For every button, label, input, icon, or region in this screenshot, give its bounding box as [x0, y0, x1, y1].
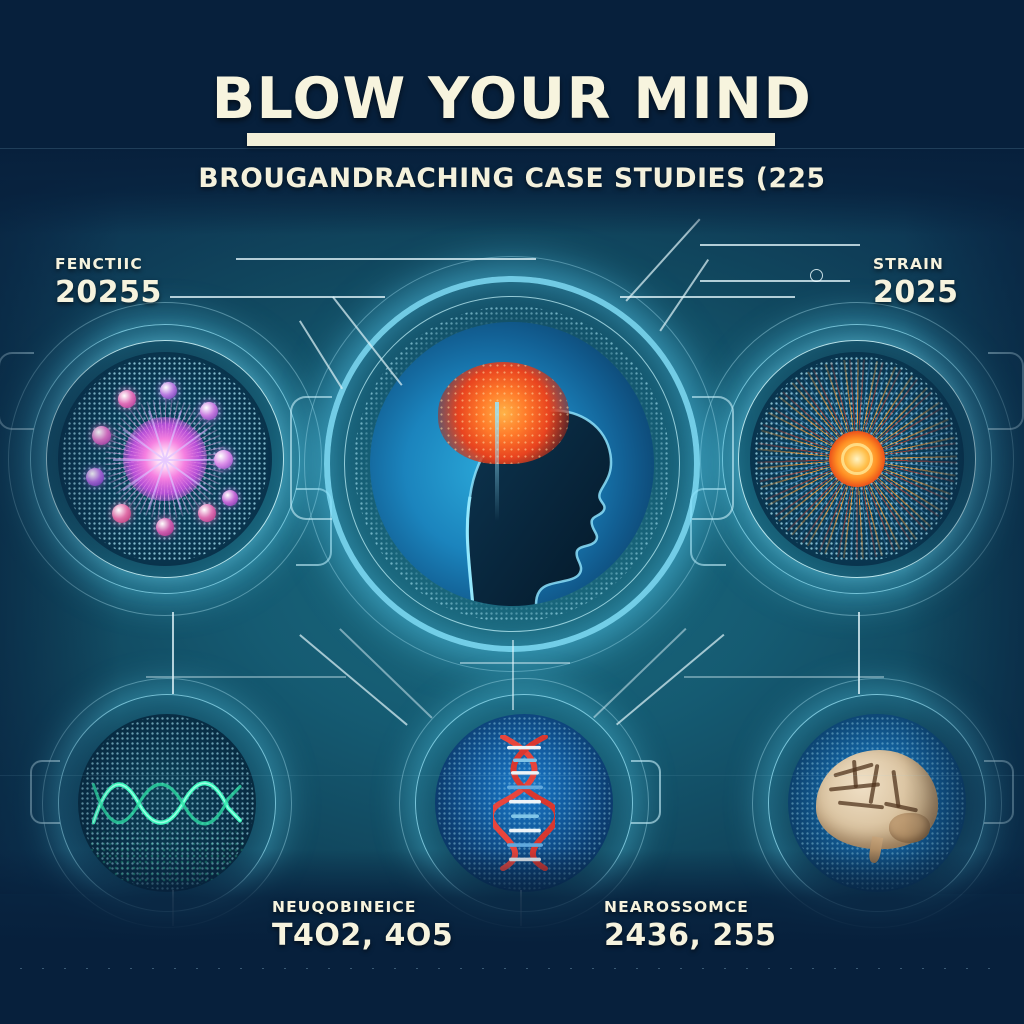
- hud-bracket-right: [692, 396, 734, 520]
- node-core: [370, 322, 654, 606]
- connector-left-horizontal: [146, 676, 346, 678]
- page-subtitle: BROUGANDRACHING CASE STUDIES (225: [198, 163, 826, 194]
- connector-left-vertical: [172, 612, 174, 694]
- hud-ring-2: [344, 296, 680, 632]
- callout-label: FENCTIIC: [55, 255, 143, 273]
- right-vignette: [904, 180, 1024, 894]
- callout-value: 2436, 255: [604, 918, 777, 953]
- hud-bracket-right: [631, 760, 661, 824]
- left-vignette: [0, 180, 120, 894]
- node-center[interactable]: [290, 256, 734, 672]
- callout-bottom-middle: NEAROSSOMCE 2436, 255: [604, 898, 776, 953]
- connector-right-horizontal: [684, 676, 884, 678]
- leader-line-top-left-2: [236, 258, 536, 260]
- neuron-burst-icon: [86, 382, 240, 536]
- top-fade: [0, 0, 1024, 235]
- connector-center-vertical: [512, 640, 514, 710]
- callout-bottom-left: NEUQOBINEICE T4O2, 4O5: [272, 898, 453, 953]
- callout-label: STRAIN: [873, 255, 945, 273]
- connector-center-horizontal: [460, 662, 570, 664]
- title-underline: [247, 133, 775, 146]
- hud-bracket-left: [290, 396, 332, 520]
- page-title: BLOW YOUR MIND: [211, 66, 813, 132]
- callout-top-left: FENCTIIC 20255: [55, 255, 162, 310]
- callout-value: 20255: [55, 275, 162, 310]
- connector-right-vertical: [858, 612, 860, 694]
- scan-beam: [494, 401, 499, 521]
- divider-bottom: [0, 775, 1024, 776]
- callout-value: T4O2, 4O5: [272, 918, 454, 953]
- callout-label: NEAROSSOMCE: [604, 898, 749, 916]
- leader-line-top-left: [170, 296, 385, 298]
- leader-node-dot: [810, 269, 823, 282]
- callout-label: NEUQOBINEICE: [272, 898, 417, 916]
- bottom-fade: [0, 849, 1024, 1024]
- dotted-divider: [20, 968, 1004, 969]
- callout-top-right: STRAIN 2025: [873, 255, 959, 310]
- leader-line-top-right-2: [700, 244, 860, 246]
- brain-network-texture: [438, 361, 569, 464]
- divider-top: [0, 148, 1024, 149]
- leader-line-top-right-3: [620, 296, 795, 298]
- leader-line-top-right: [700, 280, 850, 282]
- callout-value: 2025: [873, 275, 959, 310]
